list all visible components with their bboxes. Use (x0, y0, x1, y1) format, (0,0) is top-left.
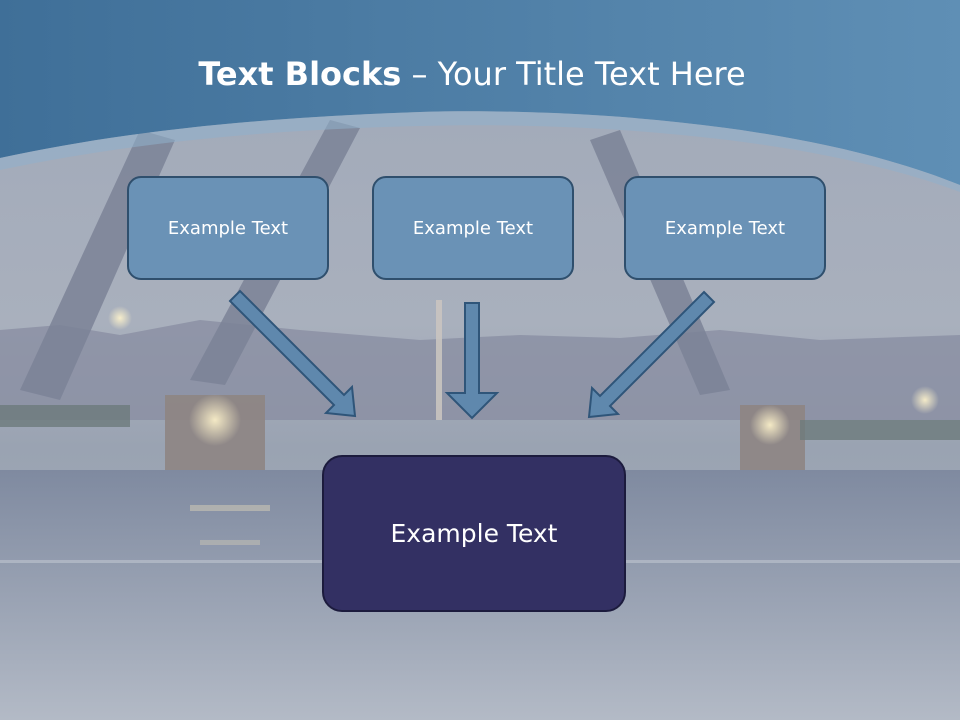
text-box-1: Example Text (127, 176, 329, 280)
title-bold: Text Blocks (198, 55, 402, 93)
title-rest: Your Title Text Here (437, 55, 746, 93)
text-box-3: Example Text (624, 176, 826, 280)
text-box-2: Example Text (372, 176, 574, 280)
arrow-center (444, 302, 500, 420)
arrow-right (587, 290, 716, 419)
result-box: Example Text (322, 455, 626, 612)
slide-title: Text Blocks – Your Title Text Here (0, 50, 944, 98)
arrow-left (228, 289, 357, 418)
title-separator: – (401, 55, 438, 93)
